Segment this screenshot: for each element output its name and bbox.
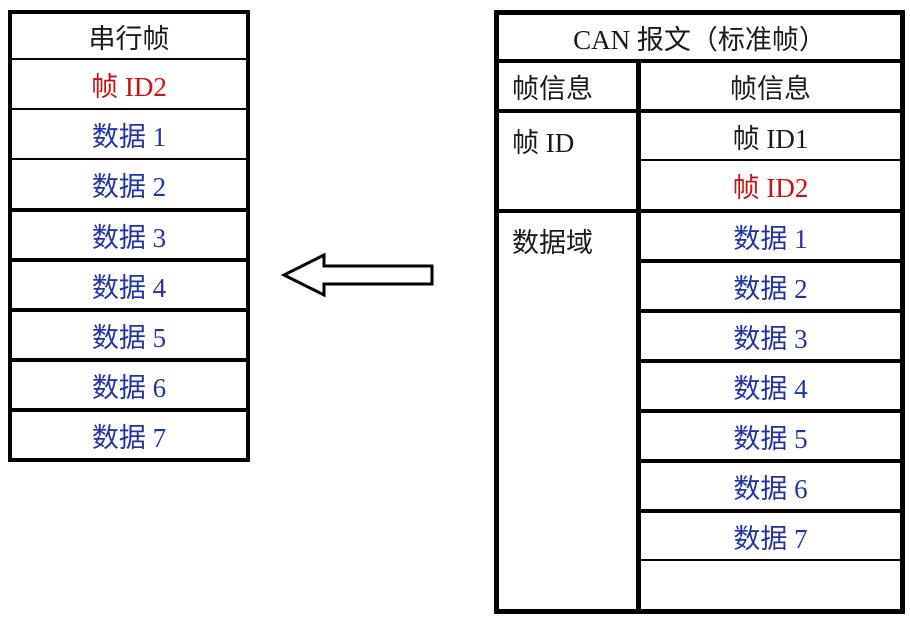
serial-frame-row: 数据 2 — [12, 158, 246, 208]
can-field-row: 数据 6 — [641, 459, 900, 509]
serial-frame-row: 数据 6 — [12, 358, 246, 408]
left-block-arrow-icon — [280, 250, 436, 300]
can-field-row: 帧信息 — [730, 73, 811, 104]
serial-frame-row: 数据 1 — [12, 108, 246, 158]
can-field-row: 数据 7 — [641, 509, 900, 559]
can-field-row: 数据 2 — [641, 259, 900, 309]
serial-frame-row: 数据 4 — [12, 258, 246, 308]
can-field-row: 数据 5 — [641, 409, 900, 459]
can-field-row: 帧 ID2 — [641, 159, 900, 209]
serial-frame-row: 数据 5 — [12, 308, 246, 358]
can-section-label: 帧 ID — [499, 109, 636, 209]
can-message-title: CAN 报文（标准帧） — [499, 15, 900, 63]
serial-frame-row: 数据 3 — [12, 208, 246, 258]
can-field-row: 数据 1 — [641, 209, 900, 259]
serial-frame-row: 帧 ID2 — [91, 71, 167, 102]
can-field-row: 帧 ID1 — [641, 109, 900, 159]
can-field-row: 数据 4 — [641, 359, 900, 409]
can-field-row: 数据 3 — [641, 309, 900, 359]
can-field-row — [641, 559, 900, 609]
can-section-label: 数据域 — [499, 209, 636, 609]
serial-frame-title: 串行帧 — [12, 14, 246, 60]
serial-frame-row: 数据 7 — [12, 408, 246, 458]
can-section-label: 帧信息 — [512, 73, 593, 104]
